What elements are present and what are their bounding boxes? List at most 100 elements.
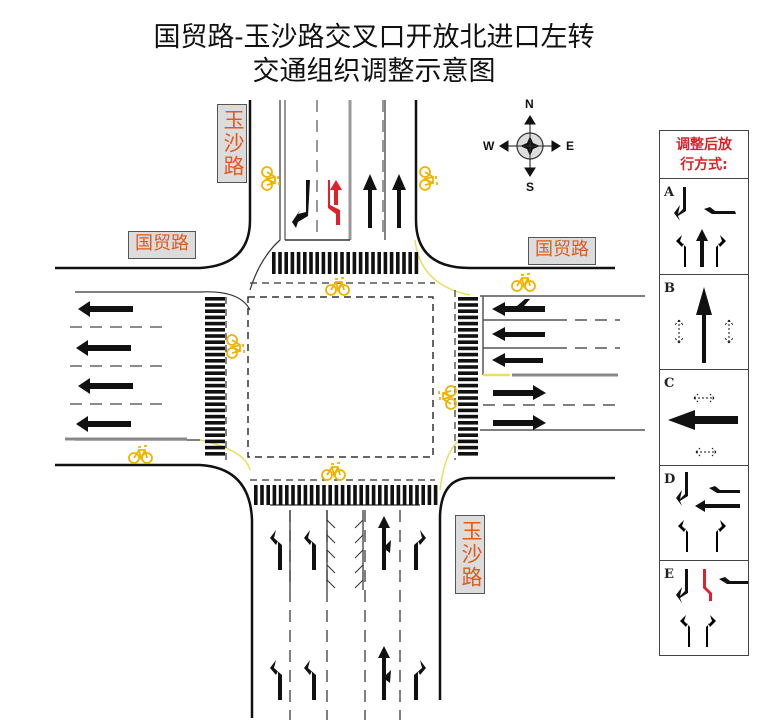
- road-label-east: 国贸路: [528, 237, 596, 265]
- crosswalk-stripe-west: [205, 427, 225, 431]
- crosswalk-stripe-west: [205, 371, 225, 375]
- crosswalk-stripe-south: [433, 485, 438, 505]
- north-straight-arrow-2: [392, 174, 406, 228]
- west-arrows: [76, 301, 133, 432]
- crosswalk-stripe-north: [408, 252, 412, 274]
- crosswalk-stripe-north: [315, 252, 319, 274]
- crosswalk-stripe-west: [205, 396, 225, 400]
- crosswalk-stripe-north: [303, 252, 307, 274]
- crosswalk-stripe-west: [205, 303, 225, 307]
- crosswalk-stripe-south: [365, 485, 370, 505]
- crosswalk-stripe-east: [458, 414, 478, 419]
- crosswalk-stripe-east: [458, 377, 478, 382]
- crosswalk-stripe-north: [365, 252, 369, 274]
- panel-letter: B: [664, 280, 675, 296]
- compass-south-label: S: [526, 180, 535, 194]
- crosswalk-stripe-west: [205, 390, 225, 394]
- crosswalk-stripe-west: [205, 328, 225, 332]
- crosswalk-stripe-west: [205, 414, 225, 419]
- crosswalk-stripe-south: [260, 485, 264, 505]
- crosswalk-stripe-north: [371, 252, 375, 274]
- crosswalk-stripe-south: [316, 485, 320, 505]
- crosswalk-stripe-south: [328, 485, 332, 505]
- legend-title-line2: 行方式:: [680, 157, 728, 173]
- crosswalk-stripe-east: [458, 334, 478, 338]
- crosswalk-stripe-west: [205, 408, 225, 413]
- crosswalk-stripe-south: [285, 485, 289, 505]
- crosswalk-stripe-south: [384, 485, 388, 505]
- crosswalk-stripe-west: [205, 383, 225, 388]
- crosswalk-stripe-south: [254, 485, 258, 505]
- crosswalk-stripe-south: [427, 485, 432, 505]
- compass-north-label: N: [525, 97, 534, 111]
- crosswalk-stripe-south: [353, 485, 357, 505]
- crosswalk-stripe-south: [371, 485, 376, 505]
- compass-east-label: E: [566, 139, 575, 153]
- crosswalk-stripe-west: [205, 334, 225, 338]
- crosswalk-stripe-east: [458, 445, 478, 450]
- crosswalk-stripe-north: [309, 252, 313, 274]
- crosswalk-stripe-north: [414, 252, 419, 274]
- phase-d-arrows-icon: [676, 471, 740, 552]
- legend-panel: 调整后放 行方式: A B C D: [659, 130, 749, 656]
- crosswalk-stripe-east: [458, 452, 478, 456]
- crosswalk-stripe-west: [205, 359, 225, 363]
- crosswalk-stripe-east: [458, 297, 478, 301]
- crosswalk-stripe-west: [205, 309, 225, 313]
- crosswalk-stripe-east: [458, 340, 478, 344]
- crosswalk-stripe-west: [205, 445, 225, 450]
- legend-panel-c: C: [660, 370, 748, 466]
- crosswalk-stripe-north: [272, 252, 276, 274]
- crosswalk-stripe-west: [205, 421, 225, 425]
- crosswalk-stripe-north: [389, 252, 394, 274]
- diagram-title-line2: 交通组织调整示意图: [252, 56, 496, 87]
- crosswalk-stripe-south: [334, 485, 339, 505]
- crosswalk-stripe-south: [415, 485, 419, 505]
- phase-b-arrows-icon: [674, 286, 734, 363]
- legend-title: 调整后放 行方式:: [660, 131, 748, 179]
- crosswalk-stripe-west: [205, 439, 225, 444]
- west-lanes: [70, 326, 165, 405]
- crosswalk-stripe-south: [266, 485, 270, 505]
- crosswalk-stripe-south: [421, 485, 425, 505]
- crosswalk-stripe-east: [458, 365, 478, 369]
- crosswalk-stripe-east: [458, 439, 478, 444]
- crosswalk-stripe-north: [296, 252, 301, 274]
- crosswalk-stripe-south: [278, 485, 283, 505]
- crosswalk-stripe-south: [390, 485, 394, 505]
- crosswalk-stripe-south: [359, 485, 363, 505]
- phase-c-arrows-icon: [668, 393, 738, 457]
- crosswalk-stripe-east: [458, 328, 478, 332]
- crosswalk-stripe-south: [347, 485, 351, 505]
- north-arrows: [292, 174, 406, 228]
- south-hatched-median: [326, 519, 364, 589]
- crosswalk-stripe-south: [322, 485, 326, 505]
- panel-letter: C: [664, 376, 675, 391]
- crosswalk-stripe-north: [290, 252, 295, 274]
- crosswalk-stripe-south: [272, 485, 277, 505]
- crosswalk-stripe-west: [205, 297, 225, 301]
- crosswalk-stripe-west: [205, 321, 225, 326]
- compass-west-label: W: [483, 139, 495, 153]
- panel-letter: D: [664, 471, 676, 487]
- crosswalk-stripe-north: [327, 252, 332, 274]
- legend-panel-e: E: [660, 561, 748, 657]
- north-left-arrow: [292, 180, 310, 228]
- crosswalk-stripe-east: [458, 433, 478, 437]
- crosswalk-stripe-south: [402, 485, 407, 505]
- crosswalk-stripe-east: [458, 402, 478, 406]
- crosswalk-stripe-west: [205, 346, 225, 351]
- legend-title-line1: 调整后放: [676, 137, 732, 153]
- curb-yellow-arcs: [199, 239, 471, 491]
- road-edges: [55, 100, 615, 718]
- crosswalk-stripe-north: [284, 252, 288, 274]
- crosswalk-stripe-east: [458, 352, 478, 357]
- panel-letter: E: [664, 567, 674, 582]
- crosswalk-stripe-west: [205, 352, 225, 357]
- legend-panel-a: A: [660, 179, 748, 275]
- crosswalk-stripe-east: [458, 408, 478, 413]
- crosswalk-stripe-west: [205, 402, 225, 406]
- crosswalk-stripe-north: [278, 252, 282, 274]
- crosswalk-stripe-south: [303, 485, 308, 505]
